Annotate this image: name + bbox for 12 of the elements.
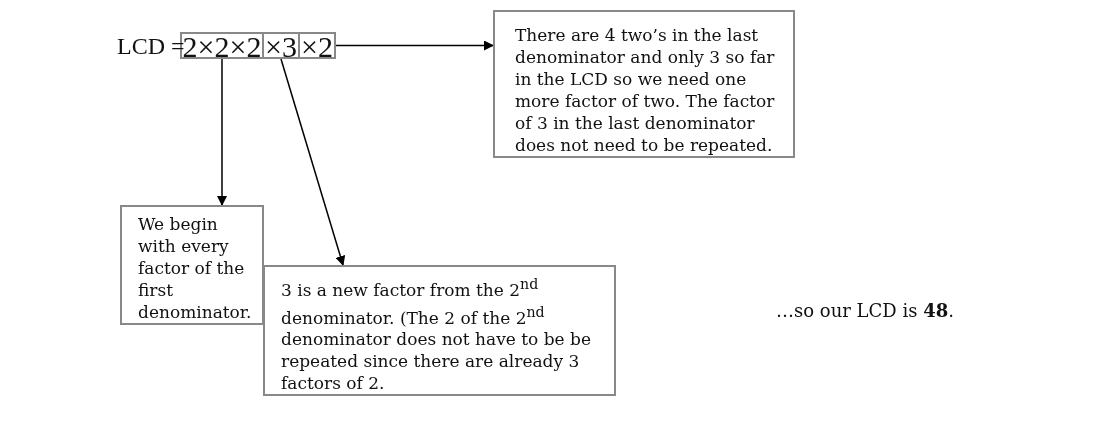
- factor-box: ×3: [262, 32, 300, 59]
- conclusion-text: …so our LCD is 48.: [776, 300, 954, 321]
- note-box: [120, 205, 264, 325]
- note-text: We begin with every factor of the first denominator.: [138, 213, 253, 323]
- note-box: [263, 265, 616, 397]
- arrow: [280, 58, 346, 266]
- note-text: 3 is a new factor from the 2$^{nd}$ denominator. (The 2 of the 2$^{nd}$ denominator does not have to be be repeated since there are already 3 factors of 2.: [281, 275, 592, 395]
- note-text: There are 4 two’s in the last denominator and only 3 so far in the LCD so we need one more factor of two. The factor of 3 in the last denominator does not need to be repeated.: [515, 24, 776, 156]
- arrow: [335, 40, 494, 51]
- note-box: [493, 10, 795, 158]
- arrow: [217, 58, 227, 206]
- factor-box: ×2: [298, 32, 336, 59]
